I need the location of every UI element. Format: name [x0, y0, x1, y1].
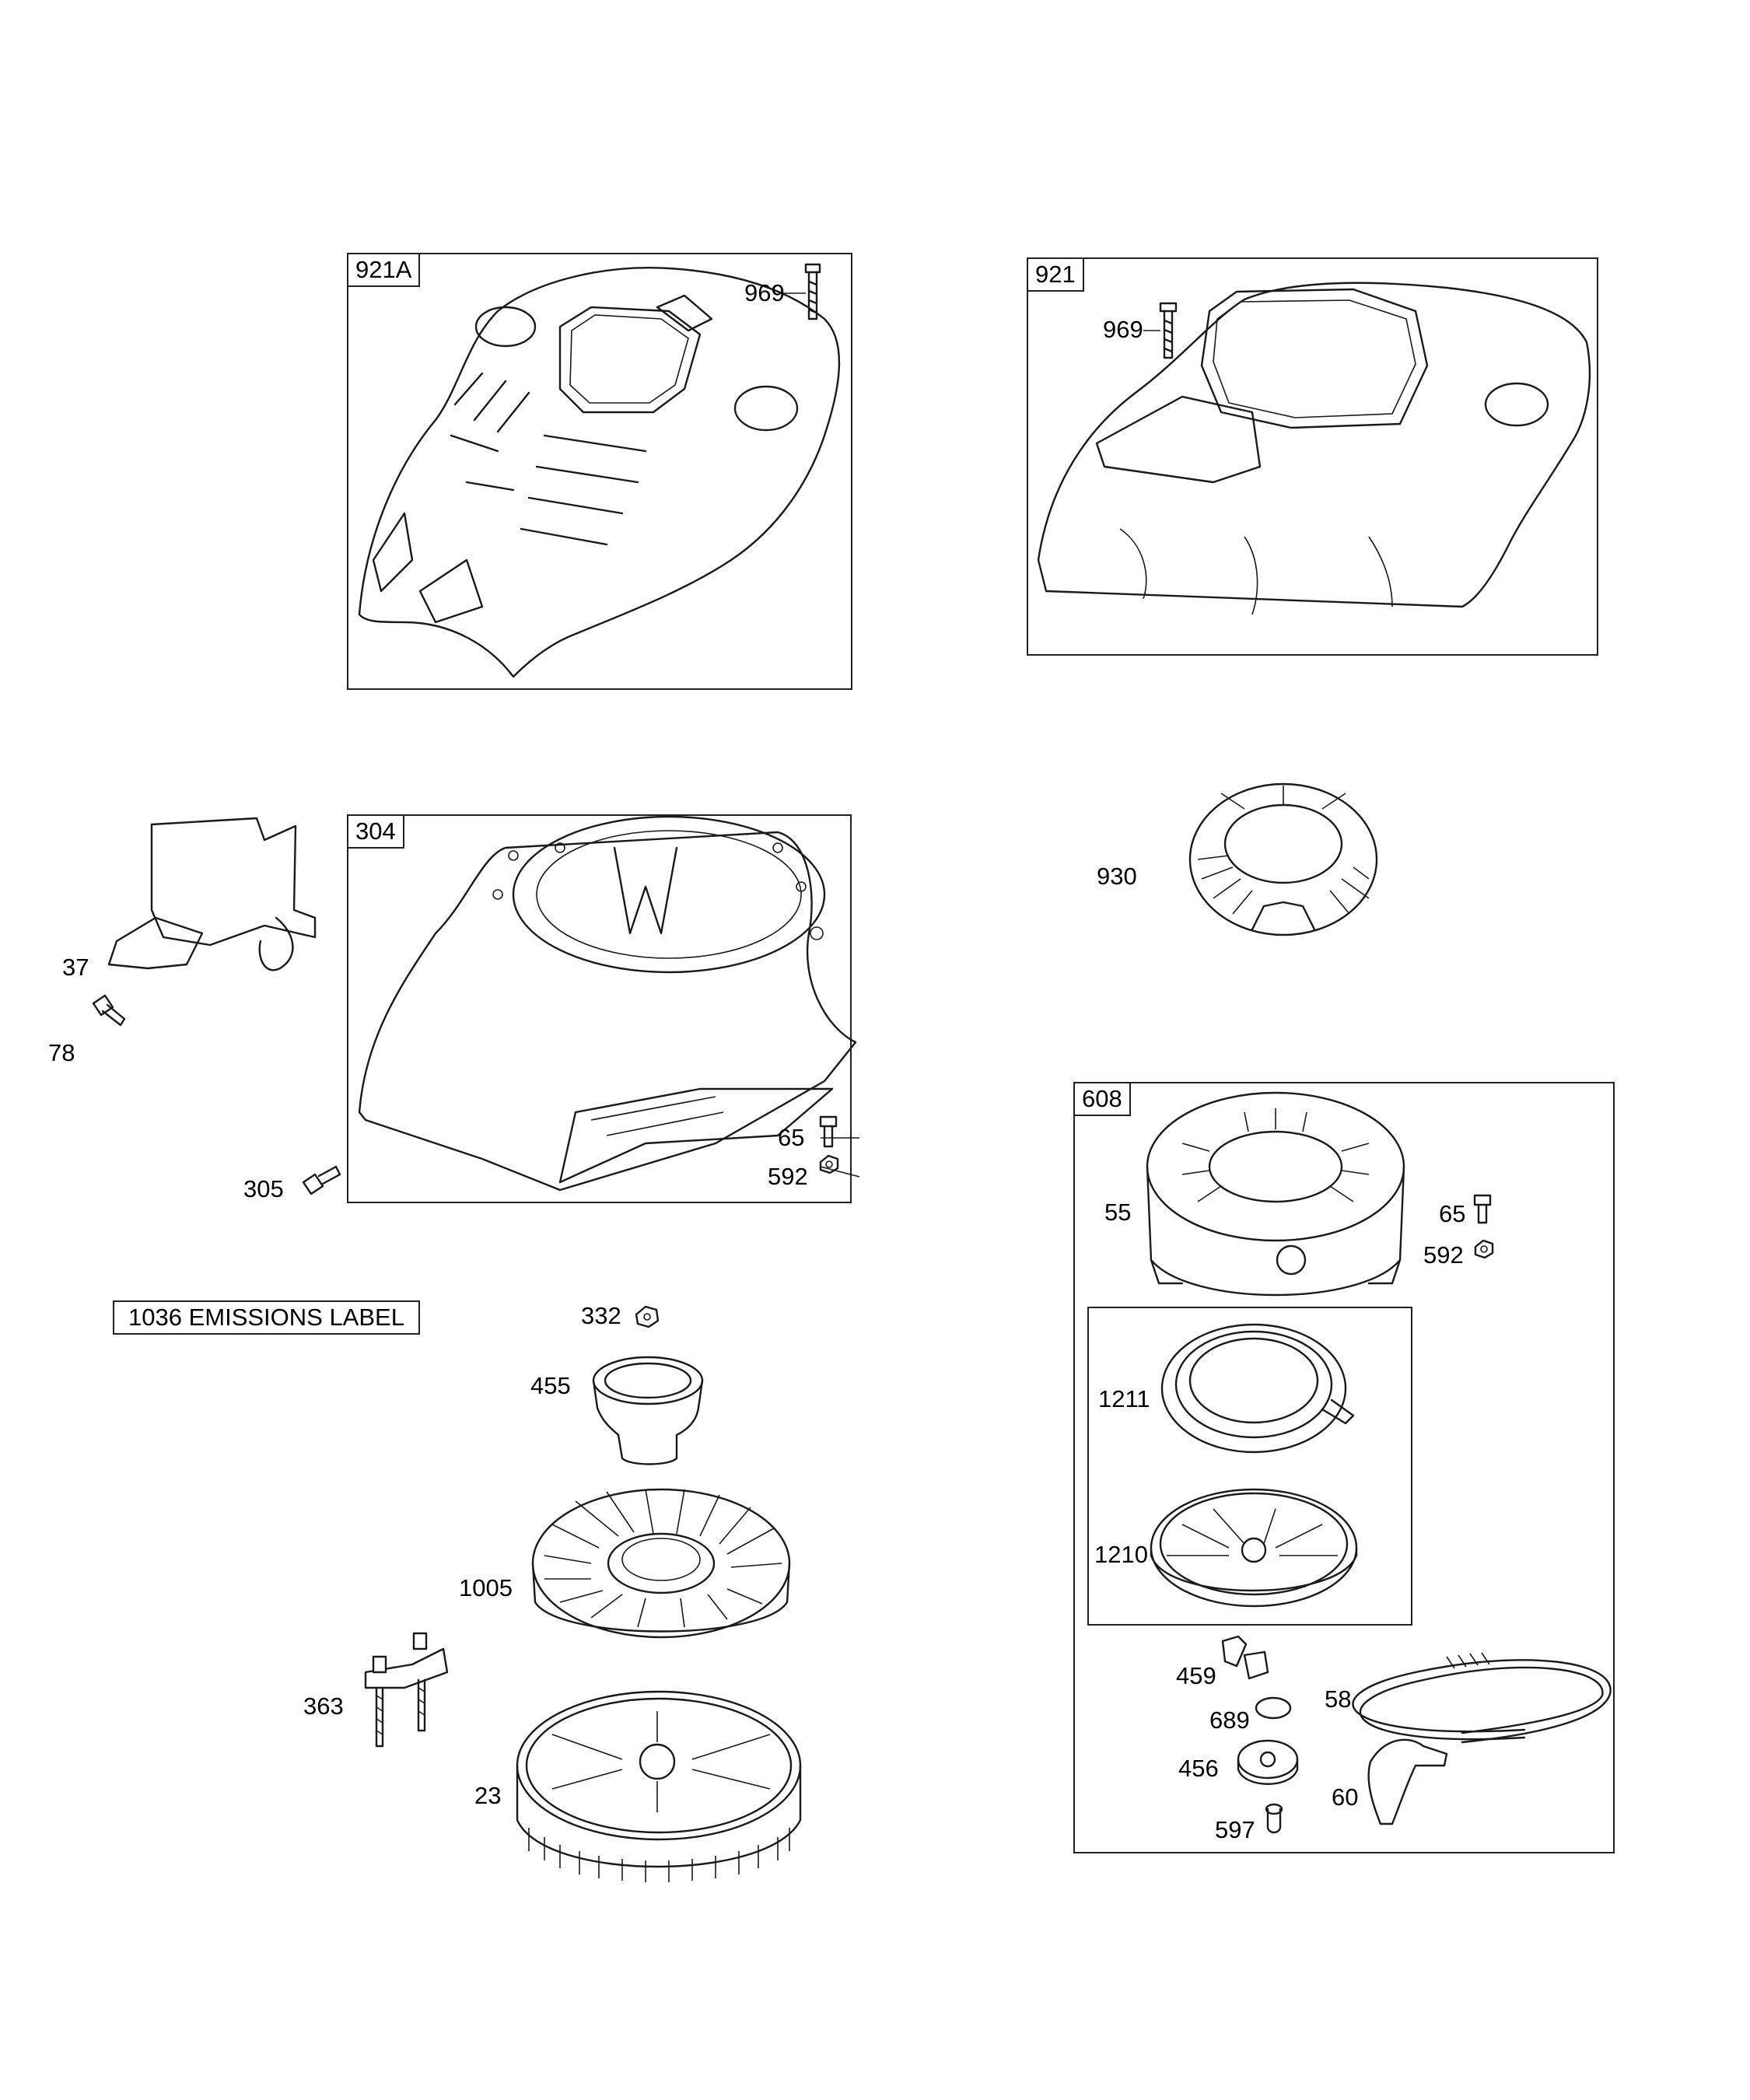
part-label-1005: 1005 — [459, 1574, 513, 1601]
frame-608 — [1073, 1082, 1615, 1853]
rewind-spring-1211 — [1160, 1323, 1355, 1454]
part-label-592-a: 592 — [768, 1163, 808, 1190]
part-label-930: 930 — [1097, 863, 1137, 890]
part-label-689: 689 — [1209, 1706, 1250, 1734]
flywheel-fan-1005 — [531, 1488, 791, 1639]
part-label-60: 60 — [1332, 1783, 1359, 1811]
armature-bolts-363 — [364, 1632, 449, 1748]
pulley-1210 — [1150, 1488, 1358, 1608]
part-label-592-b: 592 — [1423, 1241, 1464, 1269]
blower-housing-304 — [358, 815, 857, 1192]
bolt-65-b — [1473, 1194, 1492, 1224]
frame-starter-spring-pulley — [1087, 1307, 1412, 1626]
part-label-459: 459 — [1176, 1662, 1216, 1689]
bolt-65-a — [819, 1115, 838, 1148]
nut-592-b — [1474, 1239, 1494, 1259]
part-label-969-b: 969 — [1103, 316, 1143, 343]
part-label-55: 55 — [1104, 1199, 1132, 1226]
starter-cup-455 — [592, 1356, 704, 1465]
callout-921A: 921A — [347, 253, 421, 287]
callout-921: 921 — [1027, 257, 1084, 292]
screw-305 — [302, 1165, 341, 1195]
frame-921 — [1027, 257, 1598, 656]
screw-78 — [92, 994, 126, 1027]
flywheel-23 — [516, 1690, 802, 1882]
part-label-305: 305 — [243, 1175, 284, 1202]
nut-592-a — [819, 1154, 839, 1174]
frame-921A — [347, 253, 852, 690]
part-label-65-b: 65 — [1439, 1200, 1466, 1227]
part-label-65-a: 65 — [778, 1124, 805, 1151]
deflector-37 — [107, 817, 317, 971]
emissions-label-box: 1036 EMISSIONS LABEL — [113, 1300, 420, 1335]
blower-housing-cover-921A — [358, 267, 841, 678]
blower-housing-cover-921 — [1037, 282, 1591, 615]
part-label-78: 78 — [48, 1039, 75, 1066]
rotating-screen-930 — [1188, 782, 1378, 936]
part-label-456: 456 — [1178, 1755, 1219, 1782]
callout-608: 608 — [1073, 1082, 1131, 1116]
part-label-1210: 1210 — [1094, 1541, 1148, 1568]
starter-handle-60 — [1367, 1738, 1448, 1825]
screw-969-b — [1159, 302, 1178, 359]
screw-969-a — [804, 263, 821, 320]
part-label-332: 332 — [581, 1302, 621, 1329]
pawls-459 — [1221, 1635, 1269, 1680]
part-label-969-a: 969 — [744, 279, 785, 306]
starter-housing-55 — [1146, 1091, 1405, 1297]
part-label-597: 597 — [1215, 1816, 1255, 1843]
screw-597 — [1265, 1803, 1283, 1834]
part-label-455: 455 — [530, 1372, 571, 1399]
nut-332 — [635, 1305, 660, 1328]
part-label-1211: 1211 — [1098, 1385, 1150, 1412]
starter-rope-58 — [1352, 1652, 1612, 1744]
part-label-58: 58 — [1325, 1685, 1352, 1713]
leader-lines — [782, 292, 1160, 1178]
callout-304: 304 — [347, 814, 404, 849]
part-label-363: 363 — [303, 1692, 344, 1720]
part-label-37: 37 — [62, 954, 89, 981]
part-label-23: 23 — [474, 1782, 502, 1809]
retainer-ring-689 — [1255, 1696, 1292, 1720]
pawl-retainer-456 — [1237, 1739, 1299, 1785]
frame-304 — [347, 814, 852, 1203]
